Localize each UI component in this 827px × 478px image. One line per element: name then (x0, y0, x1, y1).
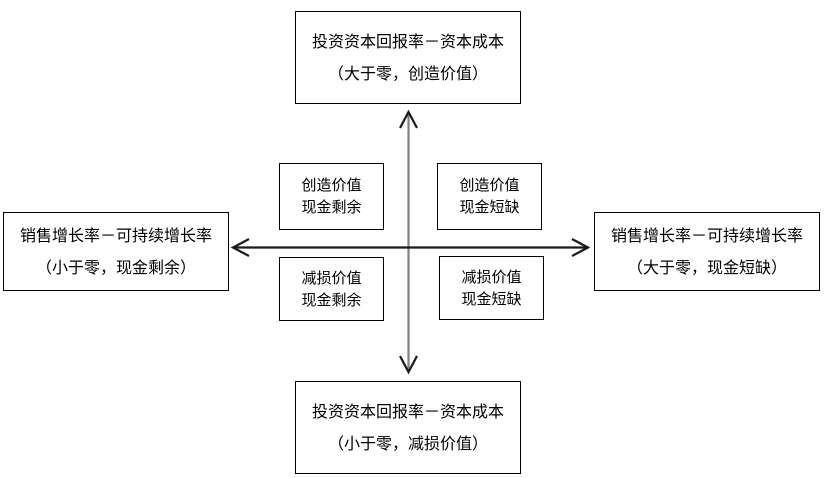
right-arrowhead (571, 238, 591, 257)
quadrant-bottom-left: 减损价值 现金剩余 (279, 257, 384, 321)
quadrant-top-right: 创造价值 现金短缺 (437, 163, 542, 230)
box-bottom-line2: （小于零，减损价值） (327, 433, 488, 453)
box-left-growth: 销售增长率－可持续增长率 （小于零，现金剩余） (3, 212, 229, 291)
box-right-line1: 销售增长率－可持续增长率 (610, 225, 803, 245)
box-top-line2: （大于零，创造价值） (327, 63, 488, 83)
box-bottom-roic: 投资资本回报率－资本成本 （小于零，减损价值） (295, 381, 521, 474)
box-left-line1: 销售增长率－可持续增长率 (19, 225, 212, 245)
box-left-line2: （小于零，现金剩余） (35, 257, 196, 277)
quadrant-top-left-line2: 现金剩余 (301, 198, 362, 216)
box-top-roic: 投资资本回报率－资本成本 （大于零，创造价值） (295, 11, 521, 104)
down-arrowhead (399, 355, 418, 375)
quadrant-bottom-right-line1: 减损价值 (461, 267, 522, 286)
box-top-line1: 投资资本回报率－资本成本 (311, 31, 504, 51)
left-arrowhead (230, 238, 250, 257)
quadrant-bottom-left-line2: 现金剩余 (301, 290, 362, 309)
quadrant-top-left-line1: 创造价值 (301, 176, 362, 194)
quadrant-top-right-line2: 现金短缺 (459, 198, 520, 216)
box-right-line2: （大于零，现金短缺） (626, 257, 787, 277)
quadrant-bottom-right-line2: 现金短缺 (461, 289, 522, 308)
box-right-growth: 销售增长率－可持续增长率 （大于零，现金短缺） (594, 212, 820, 291)
box-bottom-line1: 投资资本回报率－资本成本 (311, 401, 504, 421)
quadrant-top-right-line1: 创造价值 (459, 176, 520, 194)
quadrant-top-left: 创造价值 现金剩余 (279, 163, 384, 230)
up-arrowhead (399, 109, 418, 129)
quadrant-bottom-left-line1: 减损价值 (301, 268, 362, 287)
quadrant-bottom-right: 减损价值 现金短缺 (439, 256, 544, 320)
